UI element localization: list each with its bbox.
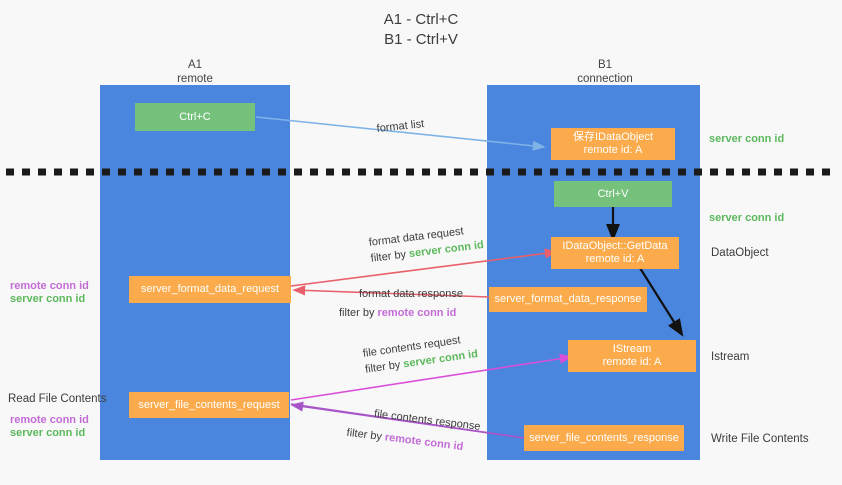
filter-prefix-fdres: filter by	[339, 307, 378, 319]
edge-label-file-contents-response: file contents response	[373, 407, 482, 433]
box-server-file-contents-request-label: server_file_contents_request	[138, 398, 280, 411]
box-ctrl-v[interactable]: Ctrl+V	[554, 181, 672, 207]
column-header-b1: B1 connection	[540, 58, 670, 86]
annotation-server-conn-id-mid-left: server conn id	[10, 293, 86, 305]
filter-prefix-fdreq: filter by	[370, 248, 410, 265]
box-server-file-contents-response-label: server_file_contents_response	[529, 431, 679, 444]
box-save-idataobject[interactable]: 保存IDataObject remote id: A	[551, 128, 675, 160]
edge-label-format-list: format list	[376, 118, 425, 135]
box-istream-line2: remote id: A	[602, 356, 662, 368]
filter-value-fdres: remote conn id	[377, 307, 457, 319]
annotation-server-conn-id-bottom: server conn id	[10, 427, 86, 439]
annotation-server-conn-id-mid: server conn id	[709, 212, 785, 224]
box-server-file-contents-request[interactable]: server_file_contents_request	[129, 392, 289, 418]
box-ctrl-c-label: Ctrl+C	[179, 110, 211, 123]
annotation-server-conn-id-top: server conn id	[709, 133, 785, 145]
box-ctrl-v-label: Ctrl+V	[597, 187, 629, 200]
edge-label-file-contents-response-group: file contents response filter by remote …	[346, 407, 482, 456]
edge-label-file-contents-request-group: file contents request filter by server c…	[362, 331, 479, 377]
annotation-remote-conn-id-bottom: remote conn id	[10, 414, 89, 426]
box-server-format-data-response-label: server_format_data_response	[494, 293, 642, 305]
box-save-idataobject-line1: 保存IDataObject	[572, 131, 654, 143]
box-getdata-line1: IDataObject::GetData	[562, 240, 668, 252]
box-save-idataobject-line2: remote id: A	[583, 144, 643, 156]
edge-label-format-data-request-group: format data request filter by server con…	[368, 222, 485, 266]
column-b1-name: B1	[597, 59, 613, 71]
box-getdata[interactable]: IDataObject::GetData remote id: A	[551, 237, 679, 269]
filter-value-fcres: remote conn id	[384, 431, 464, 453]
annotation-dataobject: DataObject	[711, 247, 769, 259]
annotation-remote-conn-id-mid: remote conn id	[10, 280, 89, 292]
box-istream[interactable]: IStream remote id: A	[568, 340, 696, 372]
column-a1-role: remote	[177, 73, 213, 85]
annotation-write-file-contents: Write File Contents	[711, 433, 809, 445]
edge-label-format-data-response: format data response	[359, 288, 463, 300]
title-line-1: A1 - Ctrl+C	[383, 11, 459, 28]
page-title: A1 - Ctrl+C B1 - Ctrl+V	[0, 10, 842, 50]
box-server-format-data-request[interactable]: server_format_data_request	[129, 276, 291, 303]
edge-label-format-data-response-filter: filter by remote conn id	[339, 306, 463, 320]
box-ctrl-c[interactable]: Ctrl+C	[135, 103, 255, 131]
filter-prefix-fcres: filter by	[345, 426, 386, 444]
title-line-2: B1 - Ctrl+V	[384, 31, 458, 48]
box-getdata-line2: remote id: A	[585, 253, 645, 265]
box-server-format-data-response[interactable]: server_format_data_response	[489, 287, 647, 312]
box-istream-line1: IStream	[612, 343, 652, 355]
edge-label-format-data-response-group: format data response filter by remote co…	[339, 287, 463, 320]
box-server-file-contents-response[interactable]: server_file_contents_response	[524, 425, 684, 451]
column-b1-role: connection	[577, 73, 633, 85]
annotation-read-file-contents: Read File Contents	[8, 393, 107, 405]
column-a1-name: A1	[187, 59, 203, 71]
filter-prefix-fcreq: filter by	[364, 358, 405, 376]
box-server-format-data-request-label: server_format_data_request	[140, 283, 280, 295]
annotation-istream: Istream	[711, 351, 750, 363]
column-header-a1: A1 remote	[130, 58, 260, 86]
